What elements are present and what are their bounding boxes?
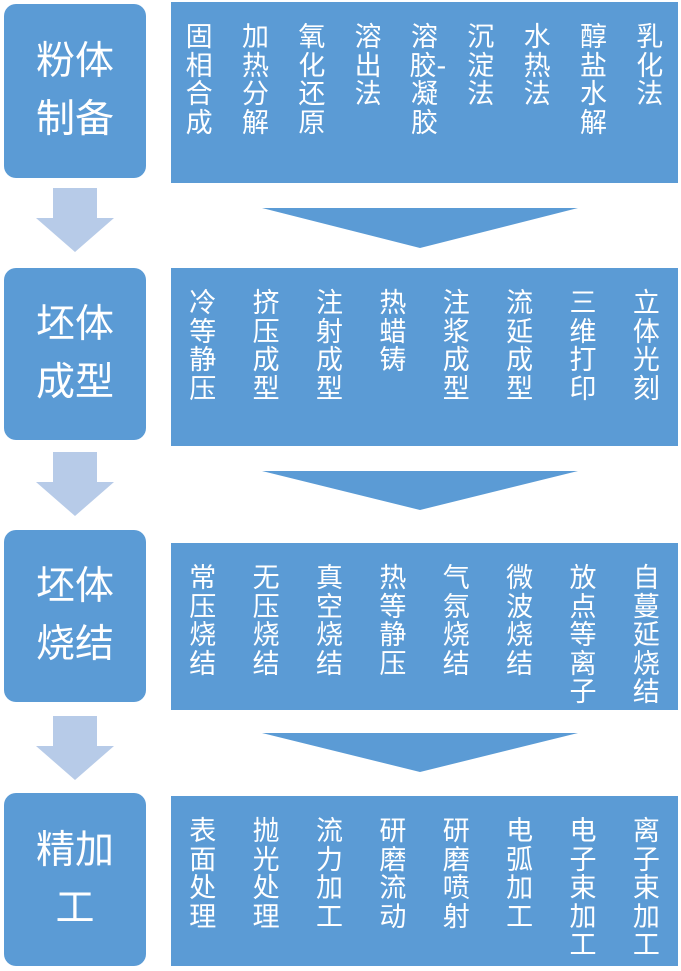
method-item: 热蜡铸 (379, 288, 407, 376)
method-item: 表面处理 (189, 816, 217, 933)
stage-box: 坯体烧结 (4, 530, 146, 702)
method-item: 加热分解 (241, 22, 269, 139)
method-item: 电弧加工 (506, 816, 534, 933)
method-item: 热等静压 (379, 563, 407, 680)
chevron-down-arrow (262, 471, 578, 510)
stage-label: 粉体 (35, 39, 114, 84)
stage-label: 制备 (35, 97, 114, 142)
method-item: 抛光处理 (252, 816, 280, 933)
method-item: 乳化法 (636, 22, 664, 110)
method-item: 研磨流动 (379, 816, 407, 933)
method-item: 氧化还原 (298, 22, 326, 139)
down-block-arrow (36, 716, 114, 780)
method-item: 真空烧结 (315, 563, 343, 680)
method-item: 气氛烧结 (442, 563, 470, 680)
method-item: 三维打印 (569, 288, 597, 405)
methods-panel: 冷等静压 挤压成型 注射成型 热蜡铸 注浆成型 流延成型 三维打印 立体光刻 (171, 268, 678, 446)
stage-label: 坯体 (35, 564, 114, 609)
method-item: 微波烧结 (506, 563, 534, 680)
method-item: 流延成型 (506, 288, 534, 405)
method-item: 注射成型 (315, 288, 343, 405)
chevron-down-arrow (262, 208, 578, 248)
method-item: 离子束加工 (632, 816, 660, 961)
method-item: 常压烧结 (189, 563, 217, 680)
method-item: 无压烧结 (252, 563, 280, 680)
stage-box: 粉体制备 (4, 4, 146, 178)
methods-panel: 表面处理 抛光处理 流力加工 研磨流动 研磨喷射 电弧加工 电子束加工 离子束加工 (171, 796, 678, 966)
method-item: 注浆成型 (442, 288, 470, 405)
method-item: 固相合成 (185, 22, 213, 139)
method-item: 电子束加工 (569, 816, 597, 961)
method-item: 沉淀法 (467, 22, 495, 110)
stage-label: 精加 (35, 827, 114, 873)
stage-label: 工 (55, 885, 95, 931)
method-item: 冷等静压 (189, 288, 217, 405)
stage-label: 成型 (35, 360, 114, 405)
method-item: 立体光刻 (632, 288, 660, 405)
method-item: 水热法 (523, 22, 551, 110)
stage-label: 烧结 (35, 622, 114, 667)
method-item: 挤压成型 (252, 288, 280, 405)
methods-panel: 常压烧结 无压烧结 真空烧结 热等静压 气氛烧结 微波烧结 放点等离子 自蔓延烧结 (171, 543, 678, 710)
method-item: 放点等离子 (569, 563, 597, 708)
stage-box: 精加工 (4, 793, 146, 966)
stage-box: 坯体成型 (4, 268, 146, 440)
method-item: 研磨喷射 (442, 816, 470, 933)
chevron-down-arrow (262, 733, 578, 772)
down-block-arrow (36, 452, 114, 516)
method-item: 溶胶-凝胶 (409, 22, 447, 139)
method-item: 溶出法 (354, 22, 382, 110)
method-item: 自蔓延烧结 (632, 563, 660, 708)
down-block-arrow (36, 188, 114, 252)
methods-panel: 固相合成加热分解 氧化还原溶出法溶胶-凝胶沉淀法水热法醇盐水解 乳化法 (171, 2, 678, 183)
method-item: 流力加工 (315, 816, 343, 933)
stage-label: 坯体 (35, 302, 114, 347)
method-item: 醇盐水解 (579, 22, 607, 139)
